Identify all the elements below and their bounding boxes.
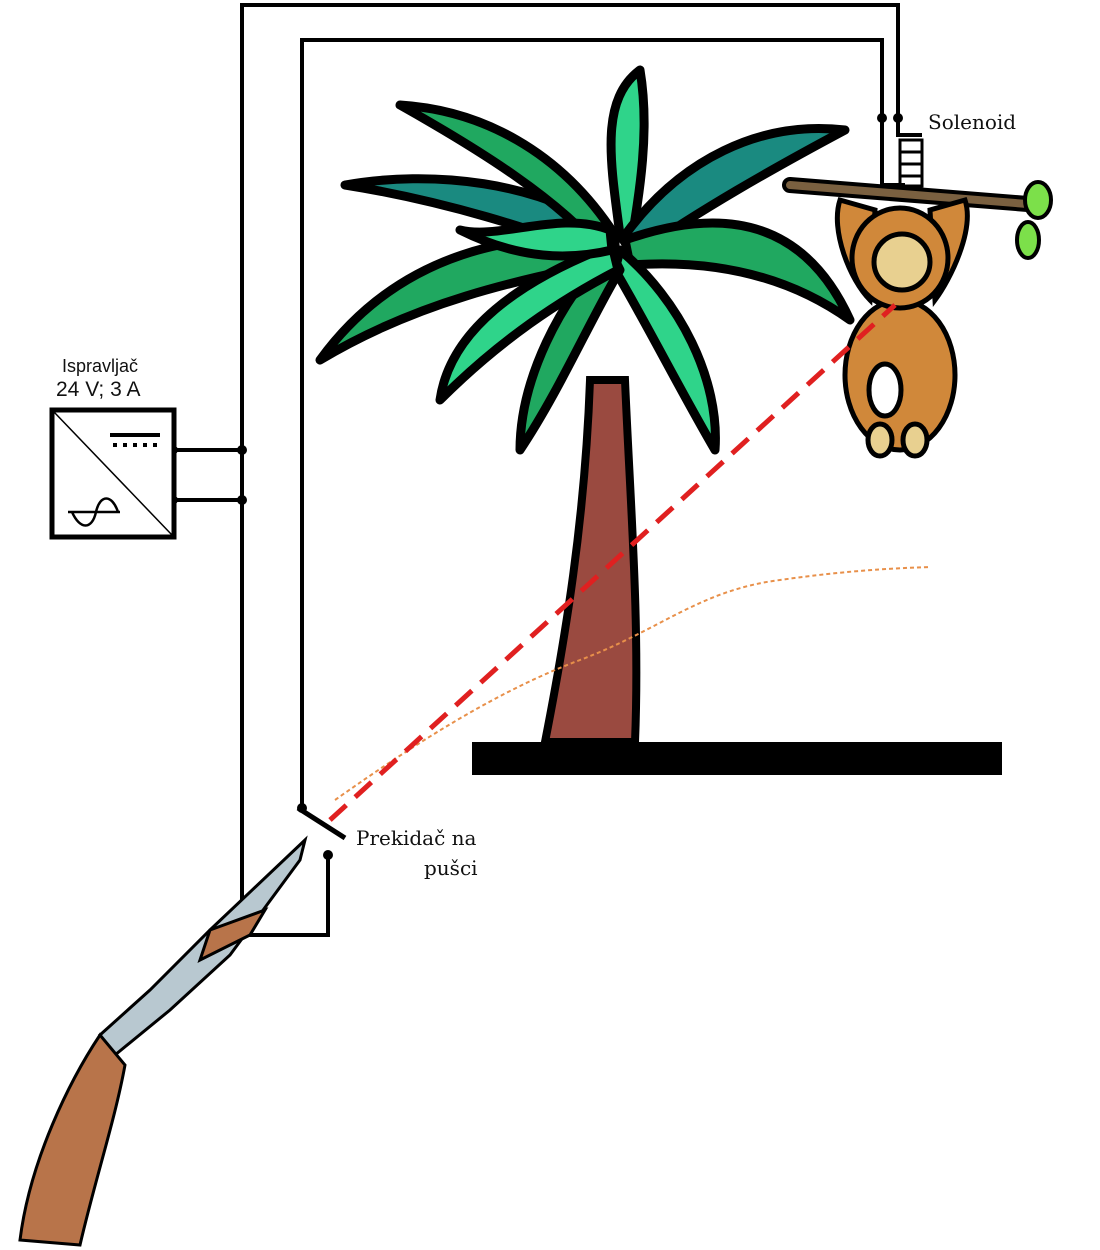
palm-trunk bbox=[540, 376, 641, 746]
rectifier-rating-label: 24 V; 3 A bbox=[56, 378, 141, 401]
aim-line bbox=[328, 303, 897, 822]
monkey bbox=[834, 196, 970, 459]
palm-leaves bbox=[315, 65, 855, 455]
switch-label-line1: Prekidač na bbox=[356, 826, 477, 850]
circuit-wires bbox=[174, 3, 922, 937]
solenoid-coil bbox=[898, 138, 924, 188]
ground-bar bbox=[472, 742, 1002, 775]
switch-label-line2: pušci bbox=[424, 856, 478, 880]
rifle bbox=[18, 835, 308, 1247]
rectifier-symbol bbox=[49, 407, 177, 540]
branch-leaf bbox=[1023, 180, 1053, 220]
rectifier-name-label: Ispravljač bbox=[62, 356, 139, 376]
gun-switch bbox=[296, 805, 347, 841]
bullet-trajectory bbox=[334, 566, 931, 801]
solenoid-label: Solenoid bbox=[928, 110, 1017, 134]
